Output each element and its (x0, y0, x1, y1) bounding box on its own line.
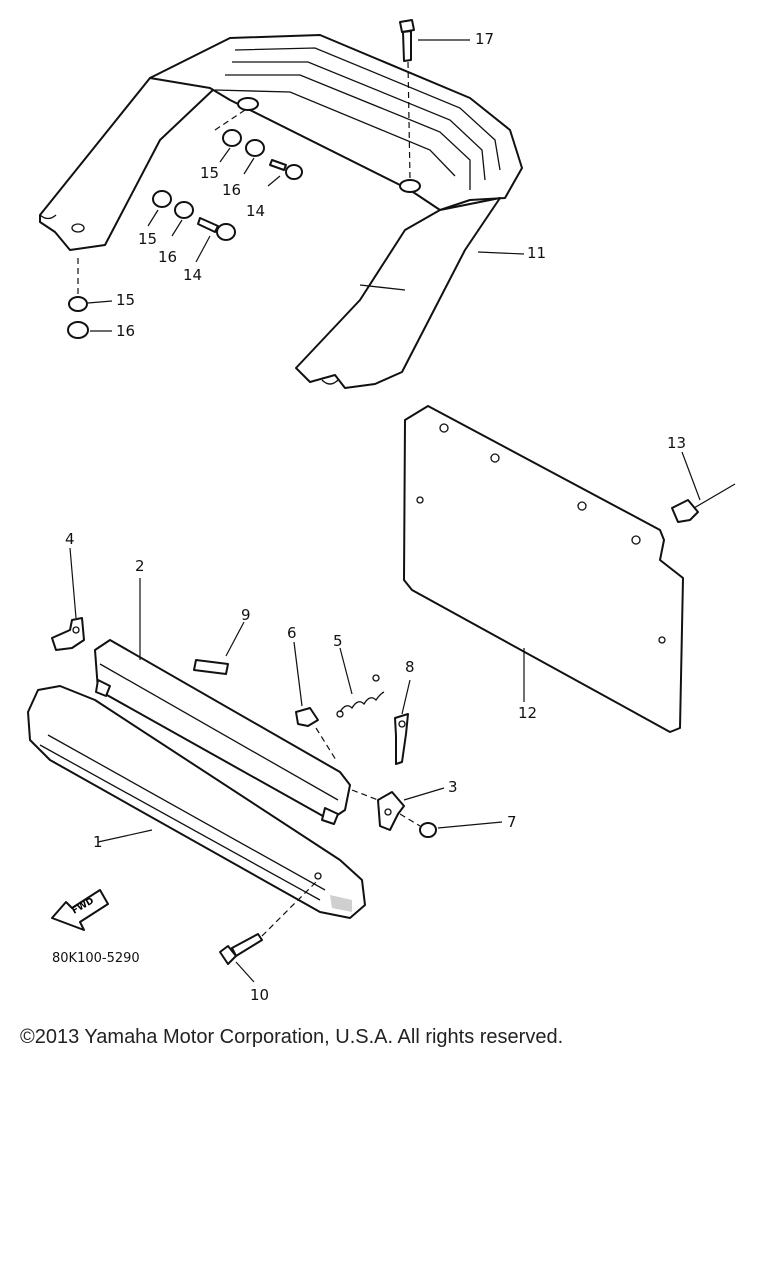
callout-17: 17 (475, 30, 495, 48)
callout-4: 4 (65, 530, 75, 548)
label-part-9 (193, 621, 245, 675)
callout-6: 6 (287, 624, 297, 642)
callout-16-a: 16 (222, 181, 242, 199)
callout-10: 10 (250, 986, 270, 1004)
callout-14-b: 14 (183, 266, 203, 284)
bolt-part-10 (219, 879, 319, 983)
rivet-part-13 (671, 451, 736, 523)
exploded-view-drawing: FWD (27, 19, 736, 983)
bracket-part-4 (51, 547, 85, 651)
plate-part-2 (94, 578, 351, 825)
hardware-upper (214, 107, 303, 187)
parts-diagram: FWD 17 11 15 16 14 15 16 14 15 16 13 4 2… (27, 19, 736, 1004)
nut-part-7 (399, 813, 503, 838)
callout-16-c: 16 (116, 322, 136, 340)
callout-15-b: 15 (138, 230, 158, 248)
callout-15-c: 15 (116, 291, 136, 309)
bumper-part-1 (27, 685, 366, 919)
callout-15-a: 15 (200, 164, 220, 182)
hardware-middle (147, 190, 236, 263)
callout-2: 2 (135, 557, 145, 575)
callout-7: 7 (507, 813, 517, 831)
drawing-id: 80K100-5290 (52, 951, 140, 966)
callout-5: 5 (333, 632, 343, 650)
callout-16-b: 16 (158, 248, 178, 266)
mud-flap-part-12 (403, 405, 684, 733)
callout-9: 9 (241, 606, 251, 624)
grab-bar-part-11 (39, 34, 523, 389)
forward-arrow-icon: FWD (51, 889, 109, 931)
spring-part-5 (336, 647, 385, 718)
arm-part-8 (394, 679, 411, 765)
callout-13: 13 (667, 434, 687, 452)
hardware-lower (67, 258, 113, 339)
callout-8: 8 (405, 658, 415, 676)
knob-part-6 (293, 641, 337, 761)
callout-1: 1 (93, 833, 103, 851)
copyright-notice: ©2013 Yamaha Motor Corporation, U.S.A. A… (20, 1026, 564, 1048)
callout-3: 3 (448, 778, 458, 796)
callout-14-a: 14 (246, 202, 266, 220)
bracket-part-3 (351, 787, 445, 831)
callout-11: 11 (527, 244, 547, 262)
callout-12: 12 (518, 704, 538, 722)
bolt-part-17 (399, 19, 470, 181)
